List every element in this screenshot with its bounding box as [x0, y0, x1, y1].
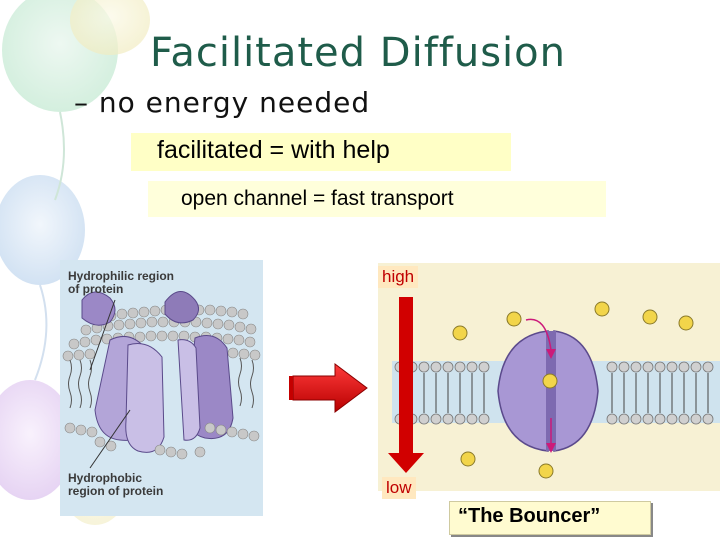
- slide-title: Facilitated Diffusion: [150, 30, 566, 76]
- label-hydrophobic-1: Hydrophobic: [68, 471, 142, 485]
- channel-transport-illustration: [378, 263, 720, 491]
- channel-protein: [81, 291, 234, 453]
- balloon-shape: [0, 175, 85, 285]
- gradient-low-label: low: [382, 477, 416, 499]
- membrane-tails: [399, 373, 709, 413]
- balloon-shape: [70, 0, 150, 55]
- callout-text-channel: open channel = fast transport: [181, 187, 454, 210]
- channel-transport-figure: high low: [378, 263, 720, 499]
- solute-path-arrows: [525, 318, 552, 446]
- balloon-string: [54, 111, 65, 201]
- membrane-protein-figure: Hydrophilic region of protein Hydrophobi…: [60, 260, 263, 516]
- label-hydrophobic-2: region of protein: [68, 484, 164, 498]
- channel-protein-right: [497, 330, 599, 452]
- label-leader-lines: [89, 299, 131, 469]
- bullet-point: – no energy needed: [74, 86, 371, 119]
- membrane-illustration: [62, 291, 261, 469]
- gradient-high-label: high: [378, 266, 419, 288]
- callout-box-channel: open channel = fast transport: [148, 181, 606, 217]
- solute-particles: [452, 301, 694, 479]
- big-red-arrow: [289, 363, 368, 413]
- gradient-arrow: [388, 297, 424, 473]
- label-hydrophilic-1: Hydrophilic region: [68, 269, 175, 283]
- label-hydrophilic-2: of protein: [68, 282, 124, 296]
- bouncer-caption: “The Bouncer”: [458, 505, 601, 527]
- bouncer-caption-box: “The Bouncer”: [449, 501, 651, 535]
- callout-text-help: facilitated = with help: [157, 136, 390, 164]
- balloon-shape: [0, 380, 75, 500]
- callout-box-help: facilitated = with help: [131, 133, 511, 171]
- balloon-string: [34, 284, 48, 381]
- lipid-heads-bottom: [64, 422, 260, 460]
